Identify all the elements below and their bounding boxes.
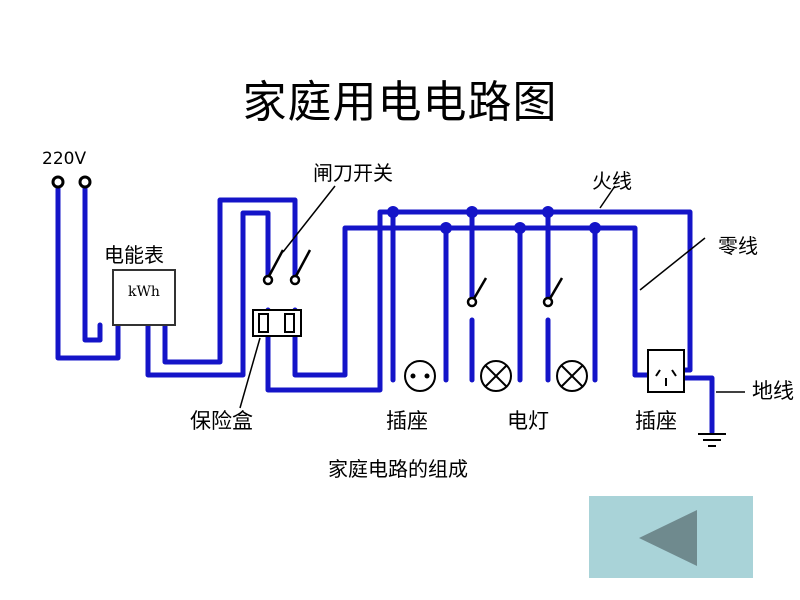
back-button[interactable] [589,496,753,578]
knife-switch-icon [262,249,312,286]
meter-label: 电能表 [104,243,164,267]
neutral-wire-label: 零线 [718,234,758,258]
lamp-switch-icons [466,277,564,308]
fuse-box-label: 保险盒 [190,409,253,433]
wires [55,179,715,435]
socket-left-label: 插座 [386,409,428,433]
leader-lines [239,185,745,409]
lamp-label: 电灯 [507,409,549,433]
three-pin-socket-icon [647,349,685,393]
ground-symbol-icon [698,433,726,447]
knife-switch-label: 闸刀开关 [313,161,393,185]
socket-left-icon [404,360,436,392]
live-wire-label: 火线 [592,169,632,193]
lamp-icon-2 [556,360,588,392]
page-title: 家庭用电电路图 [242,77,558,128]
energy-meter-icon: kWh [112,269,176,326]
voltage-label: 220V [42,149,86,169]
triangle-left-icon [639,510,697,566]
diagram-caption: 家庭电路的组成 [328,457,468,481]
socket-right-label: 插座 [635,409,677,433]
lamp-icon-1 [480,360,512,392]
fuse-box-icon [252,309,302,337]
junction-dots [387,206,601,234]
meter-unit-label: kWh [128,284,160,300]
supply-terminals [51,175,92,189]
ground-wire-label: 地线 [752,379,794,403]
